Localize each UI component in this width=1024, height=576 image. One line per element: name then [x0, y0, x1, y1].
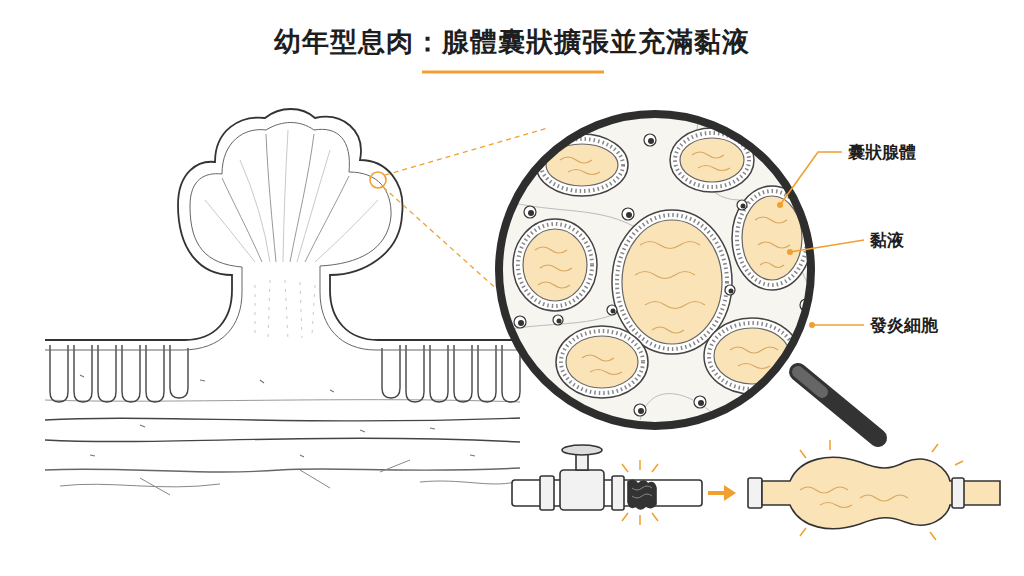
swollen-pipe — [762, 457, 1000, 528]
part-label: 發炎細胞 — [868, 314, 940, 337]
inflammatory-cell — [524, 206, 536, 218]
tissue-section — [255, 280, 315, 340]
magnifier-handle — [798, 372, 822, 392]
swollen-pipe — [800, 487, 908, 508]
zoom-line — [383, 187, 500, 292]
tissue-section — [45, 438, 520, 442]
leader-line — [790, 240, 864, 252]
lens — [499, 114, 811, 426]
swollen-pipe — [952, 478, 964, 508]
tissue-section — [50, 345, 520, 402]
mucus — [714, 328, 790, 384]
blocked-pipe — [540, 476, 554, 510]
inflammatory-cell — [644, 134, 656, 146]
epithelium — [617, 215, 727, 349]
blocked-pipe — [612, 476, 624, 510]
inflammatory-nucleus — [528, 210, 534, 216]
leader-line — [780, 152, 864, 325]
zoom-spot — [370, 172, 386, 188]
mucus — [566, 336, 638, 388]
inflammatory-nucleus — [518, 320, 524, 326]
pressure-marks — [800, 440, 963, 540]
part-label: 囊狀腺體 — [846, 141, 918, 164]
cystic-gland — [513, 219, 597, 311]
inflammatory-nucleus — [741, 204, 746, 209]
cystic-gland — [732, 186, 812, 290]
magnifier-handle — [798, 372, 878, 438]
leader-dot — [777, 202, 815, 328]
epithelium — [518, 224, 592, 306]
mucus-strands — [582, 355, 622, 375]
mucus — [523, 138, 802, 388]
inflammatory-nucleus — [557, 319, 562, 324]
title-underline — [422, 71, 604, 74]
mucus-strands — [560, 157, 600, 175]
inflammatory-nucleus — [729, 289, 734, 294]
zoom-line — [385, 128, 548, 175]
leader-line — [812, 324, 864, 326]
mucus-strands — [692, 152, 730, 171]
inflammatory-nucleus — [611, 309, 616, 314]
inflammatory-cell — [634, 404, 646, 416]
title: 幼年型息肉：腺體囊狀擴張並充滿黏液 — [272, 24, 752, 60]
cystic-gland — [556, 326, 648, 398]
mucus-strands — [755, 217, 790, 268]
tissue-section — [222, 134, 349, 262]
blocked-pipe — [512, 445, 702, 510]
inflammatory-cell — [553, 315, 563, 325]
inflammatory-cell — [694, 396, 706, 408]
inflammatory-nucleus — [698, 400, 704, 406]
transition-arrow — [708, 491, 726, 495]
tissue-section — [45, 468, 520, 472]
pressure-marks — [622, 460, 658, 525]
lens-rim — [499, 114, 811, 426]
inflammatory-cell — [535, 135, 545, 145]
leader-dot — [777, 202, 783, 208]
blocked-pipe — [562, 445, 602, 455]
part-label: 黏液 — [868, 229, 906, 252]
blocked-pipe — [560, 470, 604, 510]
swollen-pipe — [748, 478, 762, 508]
inflammatory-nucleus — [638, 408, 644, 414]
pressure-marks — [622, 460, 658, 525]
inflammatory-cell — [607, 305, 617, 315]
inflammatory-cell — [622, 208, 634, 220]
mucus-strands — [535, 152, 790, 375]
tissue-section — [60, 460, 515, 495]
pressure-marks — [800, 440, 963, 540]
inflammatory-cell — [737, 200, 747, 210]
mucus — [523, 229, 587, 301]
leader-dot — [809, 322, 815, 328]
mucus — [680, 138, 744, 182]
blocked-pipe — [628, 480, 656, 509]
cystic-gland — [513, 128, 812, 398]
inflammatory-nucleus — [648, 138, 654, 144]
tissue-section — [45, 400, 520, 402]
mucus-strands — [535, 247, 572, 288]
cystic-gland — [536, 134, 628, 196]
tissue-section — [205, 130, 378, 262]
inflammatory-nucleus — [626, 212, 632, 218]
tissue-section — [45, 109, 520, 495]
transition-arrow — [724, 485, 736, 501]
inflammatory-nucleus — [539, 139, 544, 144]
tissue-section — [80, 375, 475, 457]
blocked-pipe — [632, 486, 652, 498]
tissue-section — [45, 418, 520, 421]
leader-line — [780, 152, 842, 205]
mucus — [742, 196, 802, 280]
inflammatory-cell — [725, 285, 735, 295]
inflammatory-nucleus — [518, 138, 810, 414]
tissue-section — [45, 109, 520, 340]
mucus-strands — [730, 347, 778, 369]
epithelium — [561, 331, 643, 393]
leader-dot — [787, 249, 793, 255]
mucus — [622, 220, 722, 344]
epithelium — [518, 133, 807, 393]
swollen-pipe — [748, 457, 1000, 528]
inflammatory-cell — [514, 316, 526, 328]
mucus-strands — [635, 242, 705, 334]
